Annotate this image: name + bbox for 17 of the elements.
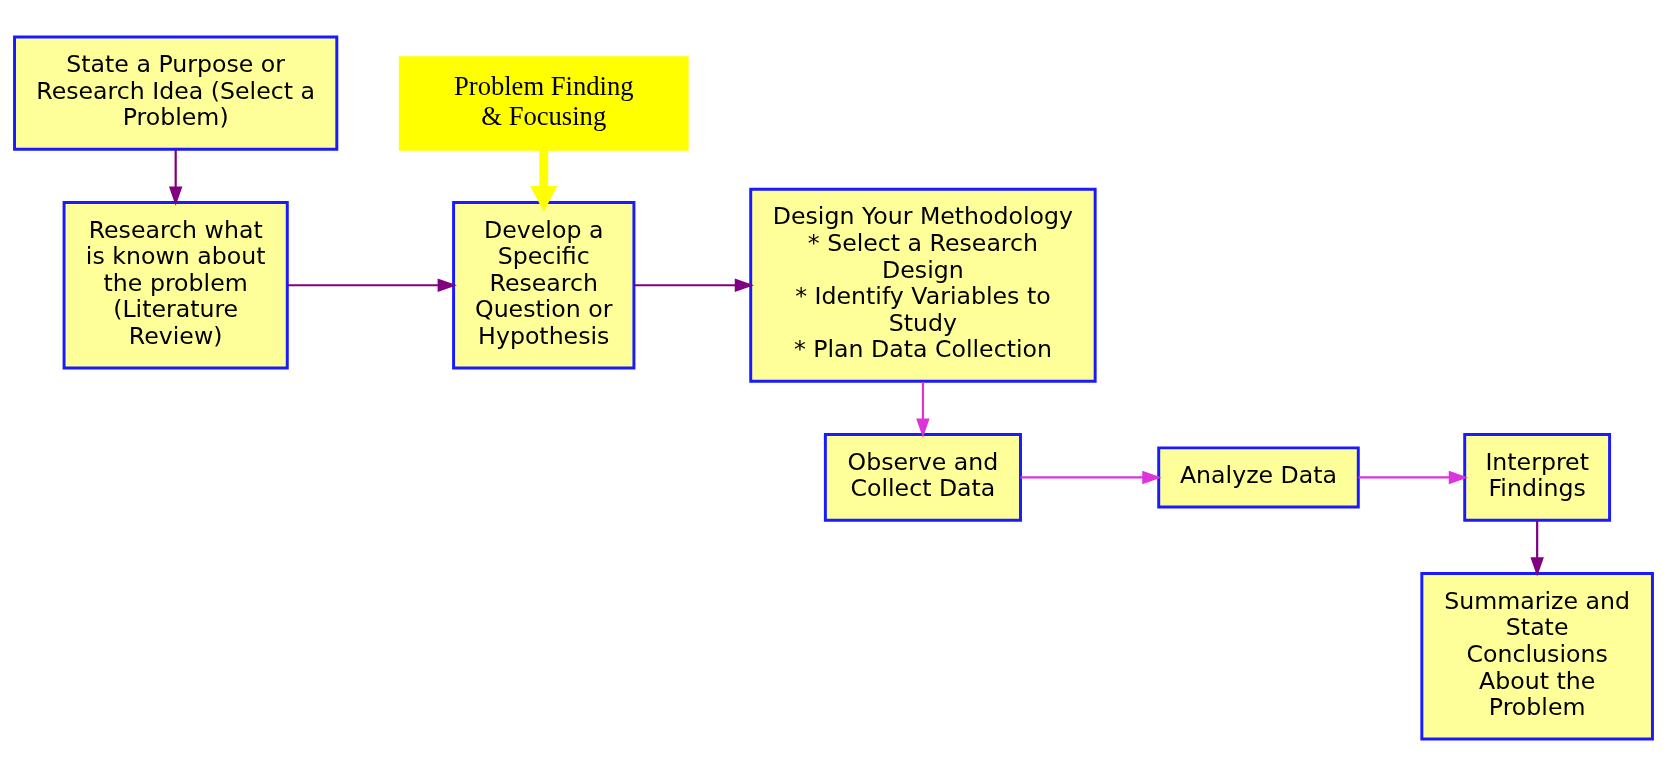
arrow [1530, 520, 1544, 577]
node-box: Summarize and State Conclusions About the Problem [1420, 572, 1654, 741]
node-box: Analyze Data [1157, 446, 1360, 509]
node-box: State a Purpose or Research Idea (Select a Problem) [13, 35, 339, 151]
node-box: Observe and Collect Data [823, 433, 1022, 522]
arrow [1358, 470, 1468, 485]
arrow [1020, 470, 1162, 485]
arrow [916, 381, 930, 438]
node-box: Develop a Specific Research Question or Hypothesis [452, 201, 636, 370]
arrow [287, 278, 457, 292]
arrow [168, 149, 183, 206]
node-box: Problem Finding & Focusing [398, 56, 689, 151]
node-box: Research what is known about the problem (Literature Review) [62, 201, 289, 370]
node-box: Interpret Findings [1463, 433, 1612, 522]
node-box: Design Your Methodology * Select a Research Design * Identify Variables to Study * Plan Data Collection [749, 187, 1097, 383]
arrow [530, 149, 558, 212]
arrow [634, 278, 754, 292]
